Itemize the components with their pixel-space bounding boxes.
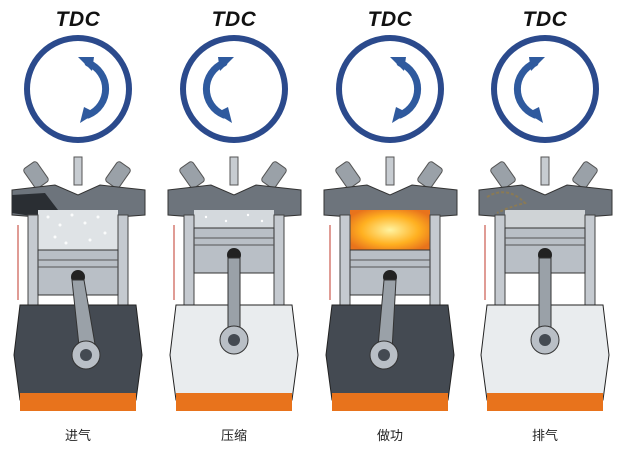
engine-cylinder-intake xyxy=(11,156,146,411)
tdc-label: TDC xyxy=(55,8,101,31)
tdc-label: TDC xyxy=(211,8,257,31)
stroke-intake: TDC xyxy=(0,0,156,458)
rotation-dial-clockwise-icon xyxy=(24,35,132,143)
stroke-compression: TDC xyxy=(156,0,312,458)
stroke-label: 排气 xyxy=(531,429,558,444)
stroke-label: 进气 xyxy=(64,429,91,444)
tdc-label: TDC xyxy=(522,8,568,31)
engine-cylinder-exhaust xyxy=(478,156,613,411)
stroke-power: TDC xyxy=(312,0,468,458)
tdc-label: TDC xyxy=(367,8,413,31)
rotation-dial-clockwise-icon xyxy=(336,35,444,143)
stroke-exhaust: TDC xyxy=(467,0,623,458)
rotation-dial-counterclockwise-icon xyxy=(180,35,288,143)
stroke-label: 压缩 xyxy=(220,429,247,444)
stroke-label: 做功 xyxy=(376,429,403,444)
engine-cylinder-power xyxy=(323,156,458,411)
engine-cylinder-compression xyxy=(167,156,302,411)
rotation-dial-counterclockwise-icon xyxy=(491,35,599,143)
